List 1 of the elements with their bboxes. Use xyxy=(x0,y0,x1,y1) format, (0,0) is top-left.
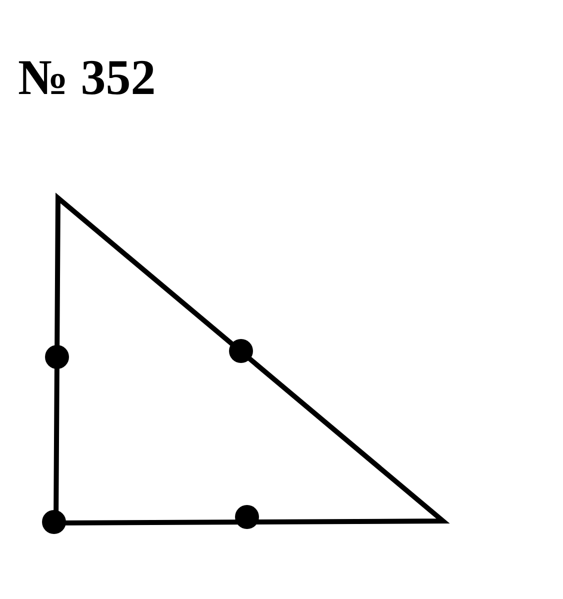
problem-number: № 352 xyxy=(18,52,156,102)
